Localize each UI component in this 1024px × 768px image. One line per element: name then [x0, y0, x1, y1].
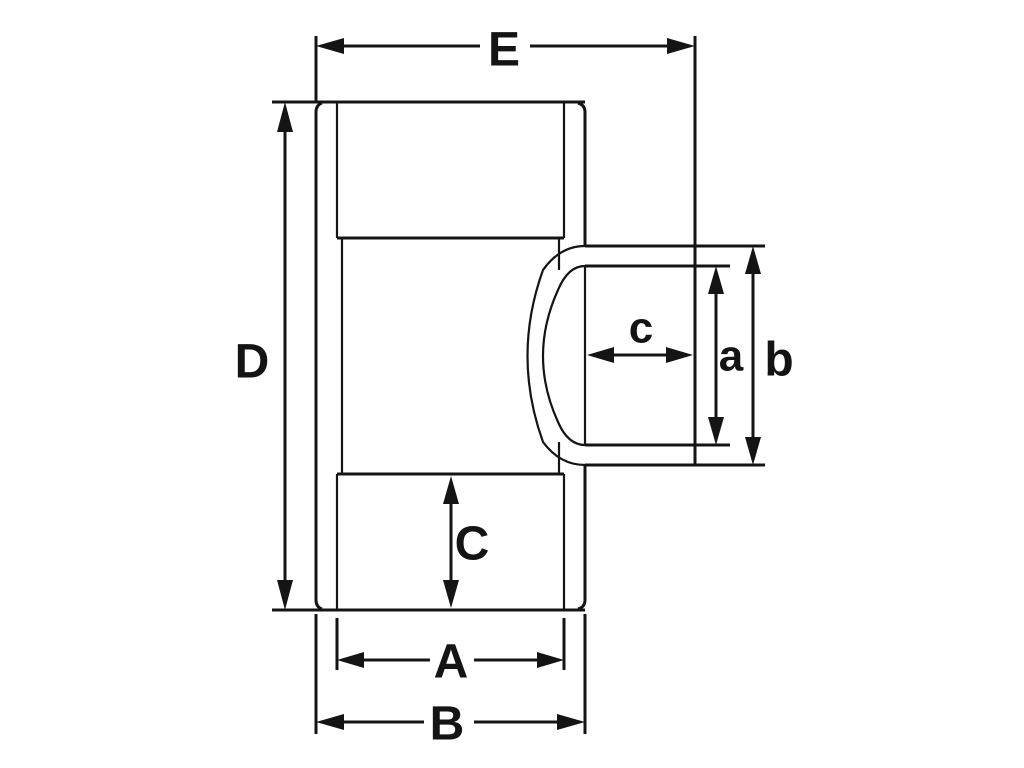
e-arrow-left [316, 38, 344, 54]
a-arrow-right [537, 652, 564, 668]
c-arrow-top [443, 476, 459, 504]
b-branch-arrow-top [745, 246, 761, 274]
c-branch-arrow-right [666, 347, 693, 363]
c-arrow-bottom [443, 580, 459, 608]
dimension-a-lower: a [695, 264, 746, 447]
label-a-lower: a [719, 332, 744, 381]
b-arrow-right [557, 714, 585, 730]
c-branch-arrow-left [587, 347, 614, 363]
label-a-upper: A [434, 636, 469, 689]
dimension-c-upper: C [443, 476, 489, 608]
b-branch-arrow-bottom [745, 437, 761, 465]
main-run-outer-right-upper [577, 101, 587, 246]
dimension-d: D [235, 100, 316, 612]
main-run-outer-left [314, 101, 323, 611]
label-b-lower: b [764, 334, 793, 387]
dimension-b-lower: b [695, 244, 795, 467]
saddle-curve-outer [526, 244, 586, 467]
label-c-lower: c [629, 304, 653, 353]
b-arrow-left [316, 714, 344, 730]
a-branch-arrow-bottom [708, 417, 724, 445]
label-b-upper: B [430, 698, 465, 751]
label-e: E [488, 24, 520, 77]
d-arrow-bottom [277, 580, 293, 610]
tee-fitting [314, 100, 697, 612]
a-arrow-left [337, 652, 364, 668]
e-arrow-right [667, 38, 695, 54]
main-run-outer-right-lower [577, 465, 587, 611]
dimension-a-upper: A [335, 618, 566, 689]
dimension-b-upper: B [314, 614, 587, 751]
saddle-curve-inner [541, 264, 586, 447]
label-d: D [235, 336, 270, 389]
a-branch-arrow-top [708, 266, 724, 294]
dimension-c-lower: c [587, 304, 693, 363]
dimension-e: E [314, 22, 697, 246]
label-c-upper: C [455, 518, 490, 571]
d-arrow-top [277, 102, 293, 132]
